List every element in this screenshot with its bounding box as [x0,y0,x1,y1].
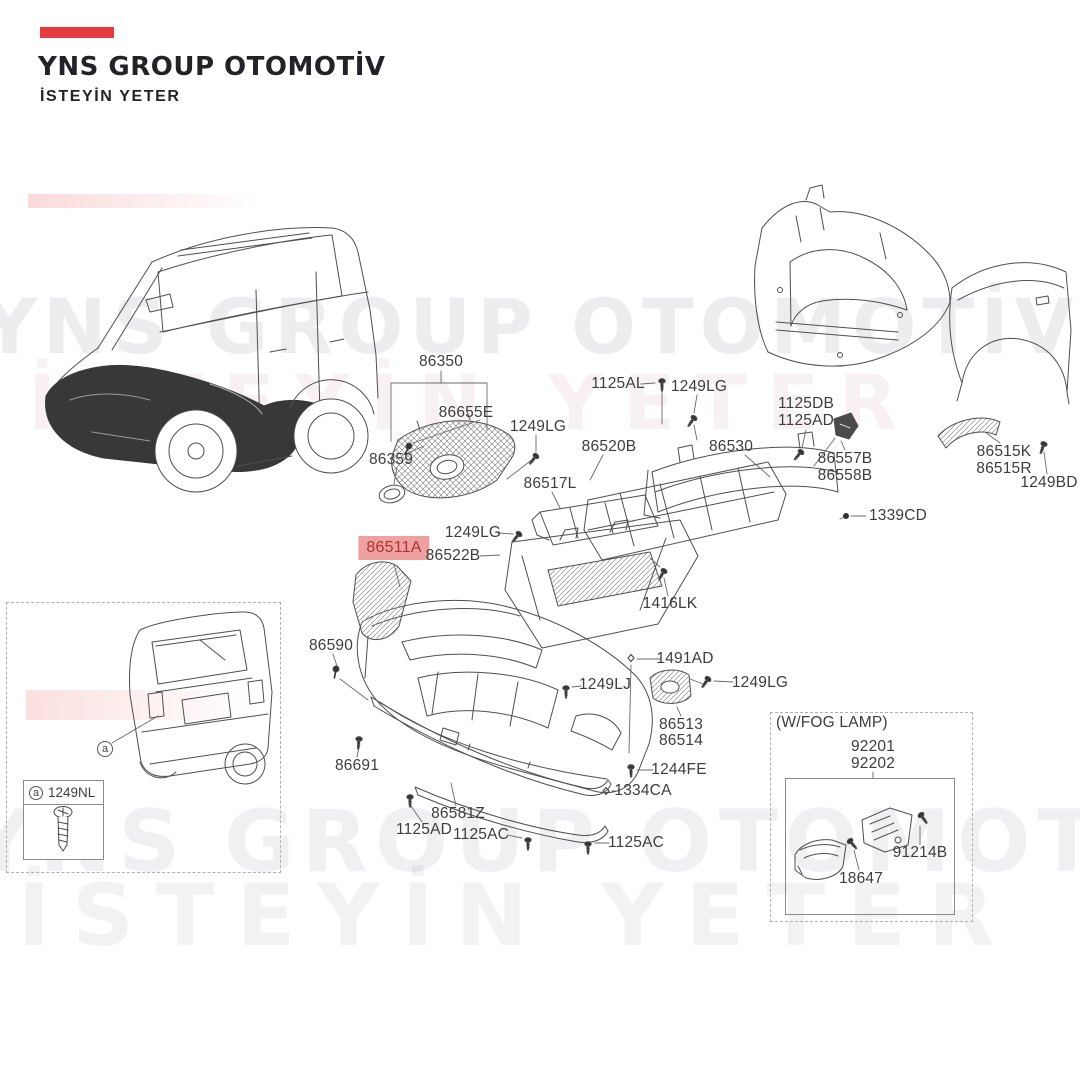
part-label-1249bd: 1249BD [1020,474,1078,491]
emblem-86359-drawing [377,483,406,506]
fog-lamp-inner-box [785,778,955,915]
part-label-92201: 92201 [850,738,896,755]
front-car-drawing [46,228,378,492]
fog-cover-86513-drawing [650,670,691,703]
screw-1249nl-drawing [54,807,72,852]
screw-callout-header: a 1249NL [24,781,103,805]
part-label-1339cd: 1339CD [868,507,928,524]
fog-lamp-panel [770,712,973,922]
callout-part-number: 1249NL [48,785,96,800]
bracket-86515-drawing [938,418,1000,448]
part-label-1125ad: 1125AD [395,821,453,838]
molding-86581z-drawing [371,697,611,842]
part-label-86581z: 86581Z [431,805,485,822]
part-label-86558b: 86558B [817,467,873,484]
part-label-1125ac: 1125AC [607,834,665,851]
part-label-86530: 86530 [708,438,754,455]
fender-drawing [950,263,1071,404]
part-label-1244fe: 1244FE [651,761,707,778]
part-label-86691: 86691 [334,757,380,774]
part-label-86557b: 86557B [817,450,873,467]
cover-86522b-drawing [505,520,698,648]
part-label-wfoglamp: (W/FOG LAMP) [776,714,888,731]
part-label-1125al: 1125AL [591,375,645,392]
rear-view-panel [6,602,281,873]
leader-lines [112,371,1047,870]
side-bracket-86511a-drawing [353,562,411,640]
part-label-86350: 86350 [418,353,464,370]
part-label-91214b: 91214B [892,844,948,861]
part-label-18647: 18647 [838,870,884,887]
brand-title: YNS GROUP OTOMOTİV [38,52,386,82]
radiator-support-drawing [755,185,950,366]
part-label-86522b: 86522B [425,547,481,564]
part-label-86514: 86514 [658,732,704,749]
part-label-1334ca: 1334CA [614,782,672,799]
part-label-86515r: 86515R [976,460,1032,477]
part-label-86520b: 86520B [581,438,637,455]
part-label-86517l: 86517L [523,475,577,492]
logo-accent-bar [40,27,114,38]
part-label-86511a: 86511A [358,536,430,560]
part-label-92202: 92202 [850,755,896,772]
part-label-86513: 86513 [658,716,704,733]
fog-bracket-drawing [862,808,912,852]
callout-a-marker: a [97,741,113,757]
part-label-86359: 86359 [368,451,414,468]
part-label-86515k: 86515K [976,443,1032,460]
part-label-1249lj: 1249LJ [578,676,632,693]
part-label-1125ad: 1125AD [777,412,835,429]
part-label-1249lg: 1249LG [444,524,502,541]
rear-car-drawing [129,612,272,784]
part-label-1249lg: 1249LG [731,674,789,691]
part-label-86590: 86590 [308,637,354,654]
part-label-1416lk: 1416LK [642,595,698,612]
part-label-1125db: 1125DB [777,395,835,412]
fog-lamp-drawing [795,840,846,880]
part-label-86655e: 86655E [438,404,494,421]
fasteners [330,378,1049,855]
part-label-1125ac: 1125AC [452,826,510,843]
part-label-1249lg: 1249LG [509,418,567,435]
part-label-1491ad: 1491AD [656,650,714,667]
absorber-86520b-drawing [584,462,786,560]
callout-a-marker: a [29,785,43,800]
part-label-1249lg: 1249LG [670,378,728,395]
bracket-86557b-drawing [834,413,858,439]
brand-tagline: İSTEYİN YETER [40,88,181,105]
